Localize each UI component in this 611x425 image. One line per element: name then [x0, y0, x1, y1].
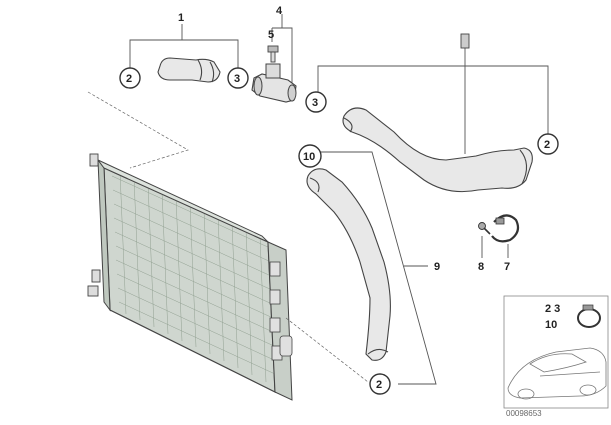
callout-10: 10: [298, 144, 322, 168]
svg-text:2: 2: [126, 73, 132, 85]
callout-3-top-left: 3: [227, 67, 249, 89]
svg-text:3: 3: [234, 73, 240, 85]
svg-text:3: 3: [312, 97, 318, 109]
part-number-4: 4: [276, 5, 283, 17]
part-number-9: 9: [434, 261, 440, 273]
svg-text:2: 2: [544, 139, 550, 151]
callout-2-bottom: 2: [369, 373, 391, 395]
callout-3-mid: 3: [305, 91, 327, 113]
image-code: 00098653: [506, 409, 542, 418]
marker-tag: [460, 33, 470, 49]
part-number-5: 5: [268, 29, 274, 41]
part-number-1: 1: [178, 12, 184, 24]
inset-row-1: 2 3: [545, 303, 560, 315]
callout-2-right: 2: [537, 133, 559, 155]
inset-car-silhouette: [507, 347, 607, 400]
hose-part-1: 1 2 3: [119, 12, 249, 89]
upper-hose: 3 2: [305, 33, 559, 193]
radiator: [87, 91, 369, 401]
sensor-housing-part-4: 4 5: [251, 5, 297, 103]
inset-clamp-icon: [577, 304, 601, 328]
lower-hose-part-9: 9 10 2: [298, 144, 440, 395]
clamp-part-7: 7: [491, 214, 520, 273]
part-number-8: 8: [478, 261, 484, 273]
inset-row-2: 10: [545, 319, 557, 331]
inset-kit: 2 3 10: [503, 295, 609, 409]
svg-text:2: 2: [376, 379, 382, 391]
part-number-7: 7: [504, 261, 510, 273]
callout-2-top-left: 2: [119, 67, 141, 89]
screw-part-8: 8: [478, 222, 491, 273]
svg-text:10: 10: [303, 151, 315, 163]
